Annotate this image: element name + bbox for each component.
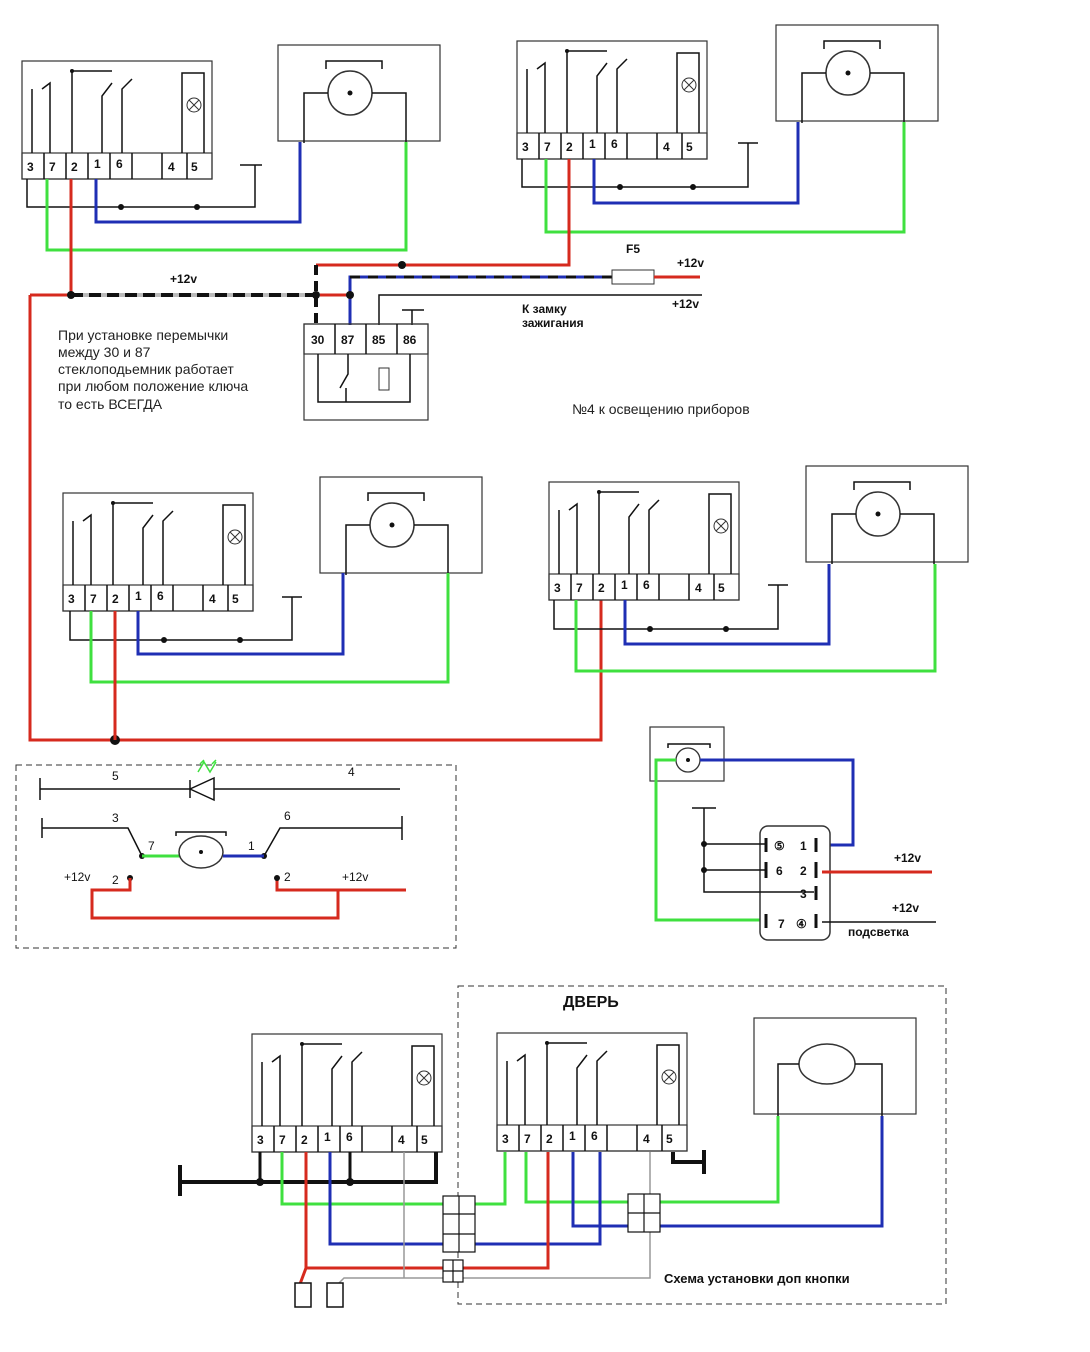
- svg-text:2: 2: [800, 864, 807, 878]
- svg-text:2: 2: [112, 873, 119, 887]
- pin-label: 5: [191, 160, 198, 174]
- pin-label: 7: [544, 140, 551, 154]
- pin-label: 5: [232, 592, 239, 606]
- svg-text:то есть ВСЕГДА: то есть ВСЕГДА: [58, 396, 163, 412]
- pin-label: 1: [621, 578, 628, 592]
- plus12-label: +12v: [677, 256, 704, 270]
- pin-label: 1: [135, 589, 142, 603]
- pin-label: 3: [68, 592, 75, 606]
- pin-label: 7: [90, 592, 97, 606]
- pin-label: 6: [157, 589, 164, 603]
- pin-label: 4: [168, 160, 175, 174]
- pin-label: 1: [94, 157, 101, 171]
- window-switch-6: 3 7 2 1 6 4 5: [496, 1032, 688, 1152]
- pin-label: 5: [718, 581, 725, 595]
- svg-text:7: 7: [778, 917, 785, 931]
- svg-text:+12v: +12v: [342, 870, 368, 884]
- pin-label: 4: [209, 592, 216, 606]
- svg-text:При установке перемычки: При установке перемычки: [58, 327, 228, 343]
- window-motor-2: [775, 24, 939, 124]
- svg-text:⑤: ⑤: [774, 839, 785, 853]
- ignition-label: К замку: [522, 302, 567, 316]
- window-switch-4: 3 7 2 1 6 4 5: [548, 481, 740, 601]
- svg-text:между 30 и 87: между 30 и 87: [58, 344, 151, 360]
- led-icon: [197, 759, 217, 774]
- window-motor-3: [319, 476, 483, 576]
- pin-label: 1: [569, 1129, 576, 1143]
- small-switch: ⑤ 1 6 2 3 7 ④ +12v +12v подсветка: [649, 726, 936, 941]
- pin-label: 3: [27, 160, 34, 174]
- fuse-label: F5: [626, 242, 640, 256]
- switch-schematic: 5 4 3 6 7 1 +12v 2 2 +12v: [15, 759, 457, 949]
- svg-text:6: 6: [284, 809, 291, 823]
- svg-text:+12v: +12v: [64, 870, 90, 884]
- pin-label: 5: [666, 1132, 673, 1146]
- svg-text:6: 6: [776, 864, 783, 878]
- door-box: [457, 985, 947, 1305]
- pin-label: 6: [346, 1130, 353, 1144]
- svg-text:стеклоподьемник работает: стеклоподьемник работает: [58, 361, 234, 377]
- note-4-label: №4 к освещению приборов: [572, 401, 750, 417]
- pin-label: 2: [566, 140, 573, 154]
- pin-label: 4: [398, 1133, 405, 1147]
- jumper-note: При установке перемычки между 30 и 87 ст…: [58, 327, 248, 412]
- pin-label: 5: [686, 140, 693, 154]
- svg-text:подсветка: подсветка: [848, 925, 909, 939]
- pin-label: 6: [643, 578, 650, 592]
- window-switch-3: 3 7 2 1 6 4 5: [62, 492, 254, 612]
- pin-label: 3: [554, 581, 561, 595]
- relay-pin: 87: [341, 333, 355, 347]
- pin-label: 4: [663, 140, 670, 154]
- pin-label: 1: [324, 1130, 331, 1144]
- window-motor-5: [753, 1017, 917, 1116]
- pin-label: 7: [576, 581, 583, 595]
- svg-text:+12v: +12v: [892, 901, 919, 915]
- svg-text:5: 5: [112, 769, 119, 783]
- extra-button-label: Схема установки доп кнопки: [664, 1271, 850, 1286]
- pin-label: 2: [71, 160, 78, 174]
- pin-label: 3: [502, 1132, 509, 1146]
- pin-label: 6: [116, 157, 123, 171]
- relay-pin: 30: [311, 333, 325, 347]
- window-switch-5: 3 7 2 1 6 4 5: [251, 1033, 443, 1153]
- window-switch-2: 3 7 2 1 6 4 5: [516, 40, 708, 160]
- pin-label: 4: [695, 581, 702, 595]
- plus12-label: +12v: [672, 297, 699, 311]
- pin-label: 7: [49, 160, 56, 174]
- pin-label: 3: [522, 140, 529, 154]
- relay: 30 87 85 86: [303, 323, 429, 421]
- svg-text:2: 2: [284, 870, 291, 884]
- pin-label: 5: [421, 1133, 428, 1147]
- door-label: ДВЕРЬ: [563, 994, 619, 1011]
- pin-label: 4: [643, 1132, 650, 1146]
- ignition-label: зажигания: [522, 316, 584, 330]
- svg-text:1: 1: [800, 839, 807, 853]
- window-switch-1: 3 7 2 1 6 4 5: [21, 60, 213, 180]
- svg-text:3: 3: [800, 887, 807, 901]
- window-motor-4: [805, 465, 969, 565]
- pin-label: 6: [611, 137, 618, 151]
- window-motor-1: [277, 44, 441, 144]
- pin-label: 7: [279, 1133, 286, 1147]
- pin-label: 2: [112, 592, 119, 606]
- pin-label: 2: [598, 581, 605, 595]
- plus12-label: +12v: [170, 272, 197, 286]
- pin-label: 7: [524, 1132, 531, 1146]
- relay-pin: 85: [372, 333, 386, 347]
- svg-text:4: 4: [348, 765, 355, 779]
- pin-label: 3: [257, 1133, 264, 1147]
- fuse-icon: [611, 269, 655, 285]
- svg-text:1: 1: [248, 839, 255, 853]
- svg-text:+12v: +12v: [894, 851, 921, 865]
- svg-text:④: ④: [796, 917, 807, 931]
- pin-label: 2: [301, 1133, 308, 1147]
- relay-pin: 86: [403, 333, 417, 347]
- pin-label: 1: [589, 137, 596, 151]
- pin-label: 6: [591, 1129, 598, 1143]
- pin-label: 2: [546, 1132, 553, 1146]
- svg-text:при любом положение ключа: при любом положение ключа: [58, 378, 248, 394]
- svg-text:7: 7: [148, 839, 155, 853]
- svg-text:3: 3: [112, 811, 119, 825]
